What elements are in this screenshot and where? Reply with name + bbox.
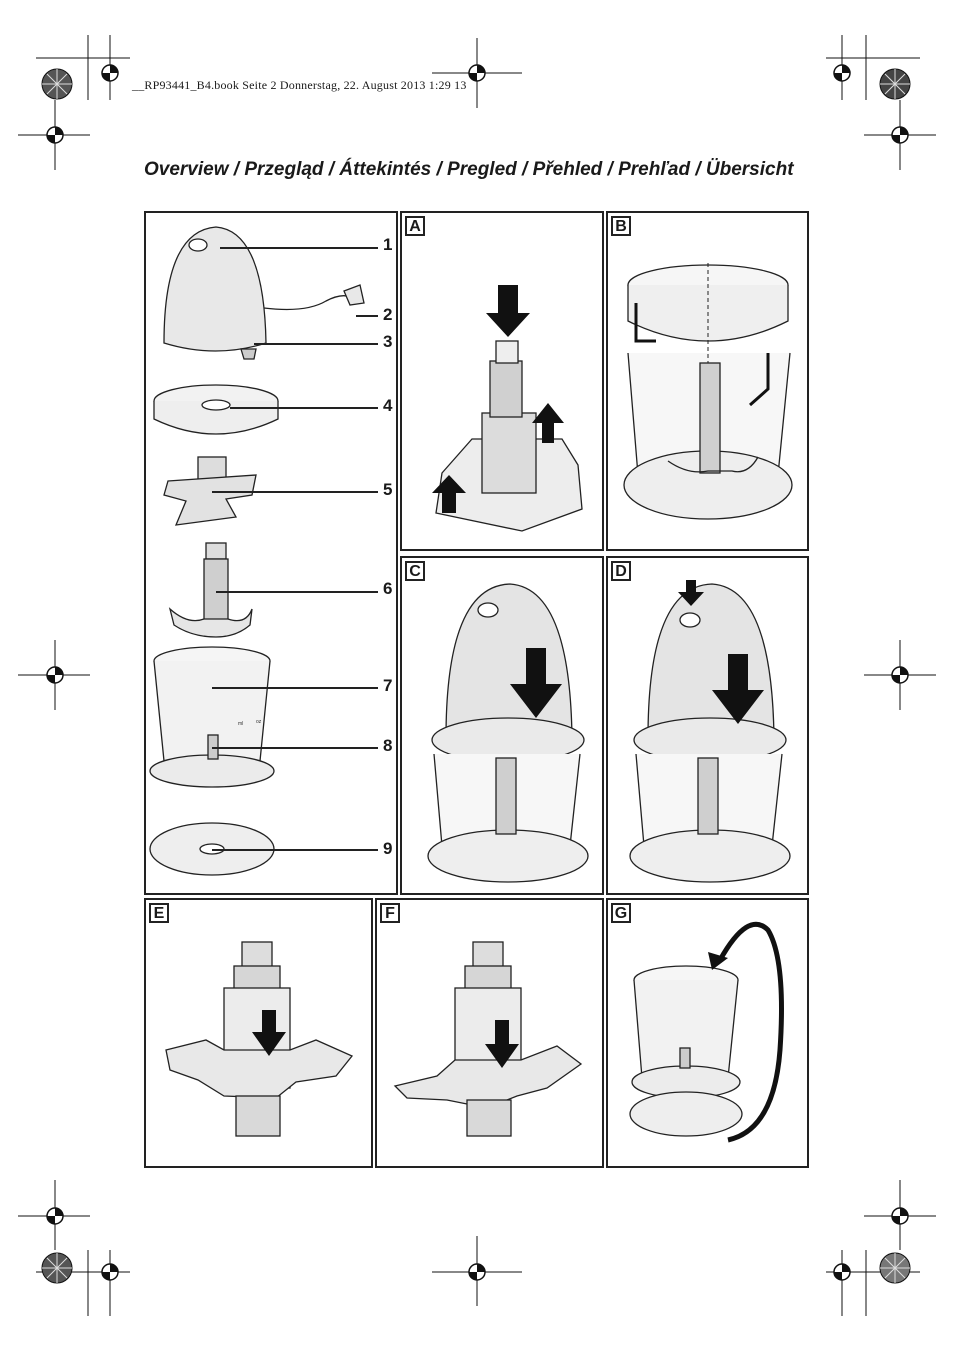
leader-4	[230, 407, 378, 409]
panel-d: D	[606, 556, 809, 895]
part-number-4: 4	[383, 396, 393, 415]
leader-5	[212, 491, 378, 493]
leader-9	[212, 849, 378, 851]
part-number-9: 9	[383, 839, 393, 858]
page-title: Overview / Przegląd / Áttekintés / Pregl…	[144, 159, 794, 180]
arrow-icon	[252, 1010, 286, 1056]
leader-8	[212, 747, 378, 749]
panel-e-illustration	[165, 941, 354, 1137]
file-header: __RP93441_B4.book Seite 2 Donnerstag, 22…	[132, 78, 467, 92]
panel-b-illustration	[623, 263, 793, 520]
part-number-6: 6	[383, 579, 393, 598]
leader-1	[220, 247, 378, 249]
scale-marks: ml oz	[238, 719, 262, 727]
leader-3	[254, 343, 378, 345]
arrow-icon	[634, 303, 770, 407]
part-number-8: 8	[383, 736, 393, 755]
part-number-2: 2	[383, 305, 393, 324]
rotate-arrow-icon	[717, 921, 784, 1143]
panel-label-a: A	[405, 216, 425, 236]
panel-label-c: C	[405, 561, 425, 581]
panel-b: B	[606, 211, 809, 551]
overview-panel: ml oz 1 2 3 4 5 6 7 8 9	[144, 211, 398, 895]
parts-illustration: ml oz	[149, 226, 365, 876]
panel-c: C	[400, 556, 604, 895]
arrow-icon	[510, 648, 562, 718]
panel-label-d: D	[611, 561, 631, 581]
arrow-icon	[432, 285, 564, 513]
leader-6	[216, 591, 378, 593]
svg-text:ml: ml	[238, 721, 243, 727]
svg-text:oz: oz	[256, 719, 262, 725]
panel-e: E	[144, 898, 373, 1168]
panel-g-illustration	[629, 921, 784, 1143]
part-number-5: 5	[383, 480, 393, 499]
panel-label-f: F	[380, 903, 400, 923]
arrow-icon	[485, 1020, 519, 1068]
part-number-3: 3	[383, 332, 393, 351]
panel-c-illustration	[427, 583, 589, 883]
panel-g: G	[606, 898, 809, 1168]
leader-7	[212, 687, 378, 689]
panel-label-g: G	[611, 903, 631, 923]
panel-label-b: B	[611, 216, 631, 236]
panel-f-illustration	[393, 941, 583, 1137]
panel-label-e: E	[149, 903, 169, 923]
part-number-7: 7	[383, 676, 393, 695]
panel-a-illustration	[432, 285, 583, 532]
arrow-icon	[678, 580, 764, 724]
leader-2	[356, 315, 378, 317]
panel-d-illustration	[629, 580, 791, 883]
panel-a: A	[400, 211, 604, 551]
part-number-1: 1	[383, 235, 393, 254]
panel-f: F	[375, 898, 604, 1168]
